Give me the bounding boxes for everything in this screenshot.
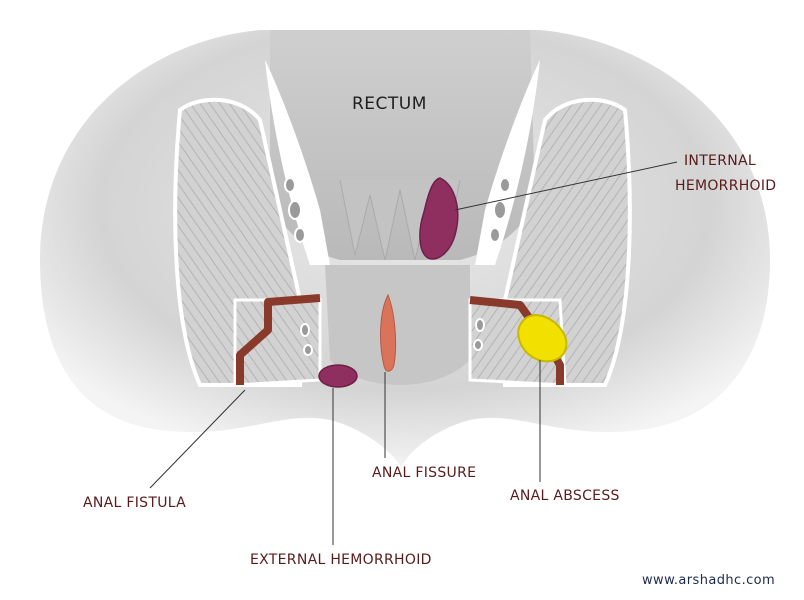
- label-internal-hemorrhoid-line2: HEMORRHOID: [675, 178, 777, 194]
- leader-internal-hemorrhoid: [454, 161, 678, 211]
- leader-lines: [149, 161, 678, 545]
- right-muscle-inner: [475, 60, 540, 265]
- anal-fissure-shape: [380, 293, 397, 372]
- anal-fistula-tract: [236, 294, 321, 385]
- site-credit: www.arshadhc.com: [642, 573, 776, 588]
- left-lower-muscle: [233, 298, 322, 387]
- label-anal-fissure: ANAL FISSURE: [372, 465, 477, 481]
- external-hemorrhoid-shape: [318, 364, 358, 388]
- label-anal-fistula: ANAL FISTULA: [83, 495, 187, 511]
- rectum-wall: [270, 30, 535, 260]
- left-muscle-inner: [265, 60, 330, 265]
- leader-anal-fistula: [149, 389, 246, 489]
- anal-abscess-shape: [517, 314, 568, 363]
- anal-canal: [325, 265, 470, 385]
- label-external-hemorrhoid: EXTERNAL HEMORRHOID: [250, 552, 432, 568]
- label-internal-hemorrhoid-line1: INTERNAL: [684, 153, 756, 169]
- left-glands: [284, 177, 313, 356]
- label-anal-abscess: ANAL ABSCESS: [510, 488, 620, 504]
- label-rectum: RECTUM: [352, 94, 427, 114]
- right-glands: [473, 177, 511, 351]
